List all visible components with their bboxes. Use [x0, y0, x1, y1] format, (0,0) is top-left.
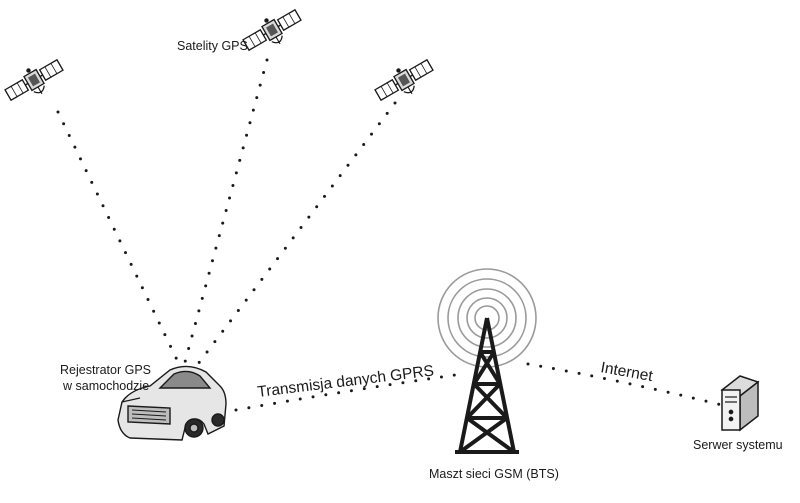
satellite-icon	[238, 2, 307, 60]
internet-label: Internet	[599, 359, 654, 385]
gps-signal-lines	[56, 58, 397, 370]
tower-label: Maszt sieci GSM (BTS)	[429, 467, 559, 481]
gps-signal-line-right	[193, 101, 397, 370]
gps-signal-line-middle	[183, 58, 269, 364]
gps-signal-line-left	[56, 110, 180, 364]
satellite-icon	[370, 52, 439, 110]
server-label: Serwer systemu	[693, 438, 783, 452]
gsm-tower-icon	[455, 317, 519, 454]
server-icon	[720, 375, 760, 432]
car-label-line2: w samochodzie	[62, 379, 149, 393]
car-label-line1: Rejestrator GPS	[60, 363, 151, 377]
car-icon	[117, 365, 227, 441]
gprs-label: Transmisja danych GPRS	[256, 362, 434, 401]
satellites-label: Satelity GPS	[177, 39, 248, 53]
signal-waves-icon	[437, 268, 537, 368]
satellite-icon	[0, 52, 69, 110]
